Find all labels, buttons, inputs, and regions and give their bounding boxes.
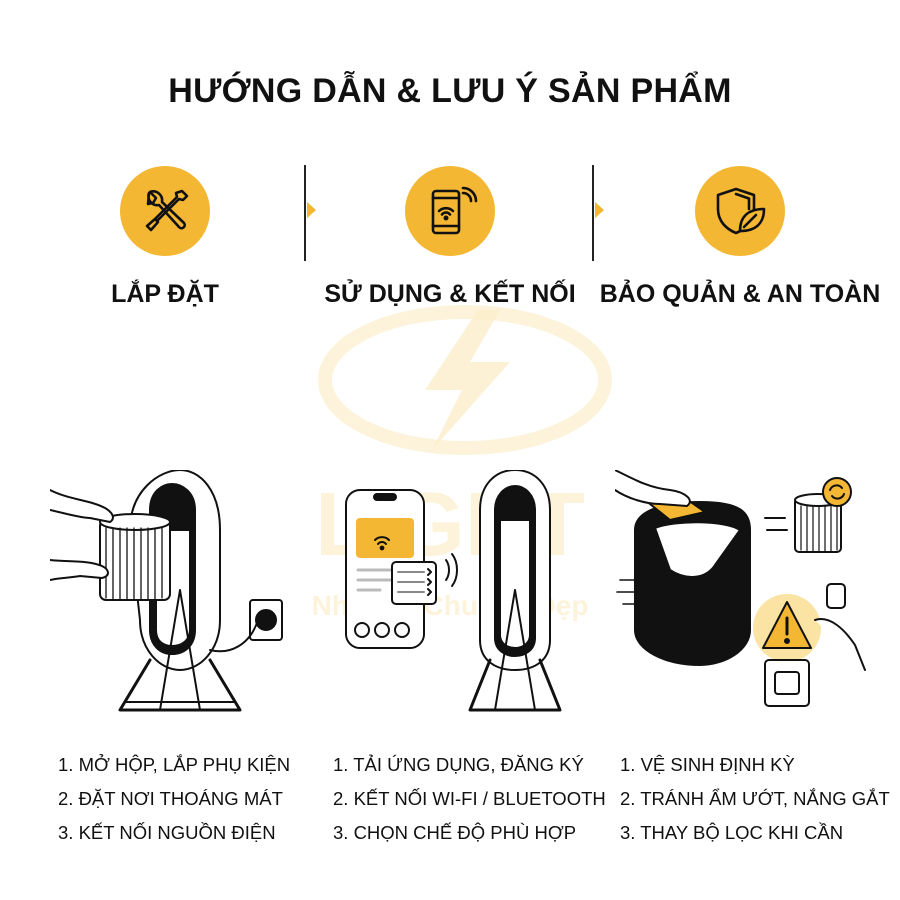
care-steps: 1. VỆ SINH ĐỊNH KỲ 2. TRÁNH ẨM ƯỚT, NẮNG…: [620, 748, 890, 850]
install-filter-illustration: [50, 470, 283, 712]
shield-leaf-icon: [695, 166, 785, 256]
section-use-connect: SỬ DỤNG & KẾT NỐI: [300, 166, 600, 309]
section-title: BẢO QUẢN & AN TOÀN: [599, 280, 881, 308]
section-install: LẮP ĐẶT: [15, 166, 315, 309]
cleaning-safety-illustration: [615, 470, 866, 707]
page-title: HƯỚNG DẪN & LƯU Ý SẢN PHẨM: [168, 72, 732, 110]
list-item: 3. CHỌN CHẾ ĐỘ PHÙ HỢP: [333, 822, 577, 843]
list-item: 1. VỆ SINH ĐỊNH KỲ: [620, 754, 795, 775]
use-steps: 1. TẢI ỨNG DỤNG, ĐĂNG KÝ 2. KẾT NỐI WI-F…: [333, 748, 606, 850]
column-divider: [304, 165, 306, 261]
divider-arrow-icon: [595, 202, 604, 218]
list-item: 2. ĐẶT NƠI THOÁNG MÁT: [58, 788, 283, 809]
divider-arrow-icon: [307, 202, 316, 218]
list-item: 1. TẢI ỨNG DỤNG, ĐĂNG KÝ: [333, 754, 584, 775]
app-connect-illustration: [345, 470, 562, 712]
list-item: 2. KẾT NỐI WI-FI / BLUETOOTH: [333, 788, 606, 809]
install-steps: 1. MỞ HỘP, LẮP PHỤ KIỆN 2. ĐẶT NƠI THOÁN…: [58, 748, 290, 850]
section-care-safety: BẢO QUẢN & AN TOÀN: [590, 166, 890, 309]
list-item: 1. MỞ HỘP, LẮP PHỤ KIỆN: [58, 754, 291, 775]
column-divider: [592, 165, 594, 261]
tools-icon: [120, 166, 210, 256]
section-title: LẮP ĐẶT: [111, 280, 219, 308]
section-title: SỬ DỤNG & KẾT NỐI: [324, 280, 576, 308]
list-item: 3. THAY BỘ LỌC KHI CẦN: [620, 822, 844, 843]
smartphone-wifi-icon: [405, 166, 495, 256]
list-item: 3. KẾT NỐI NGUỒN ĐIỆN: [58, 822, 276, 843]
list-item: 2. TRÁNH ẨM ƯỚT, NẮNG GẮT: [620, 788, 890, 809]
